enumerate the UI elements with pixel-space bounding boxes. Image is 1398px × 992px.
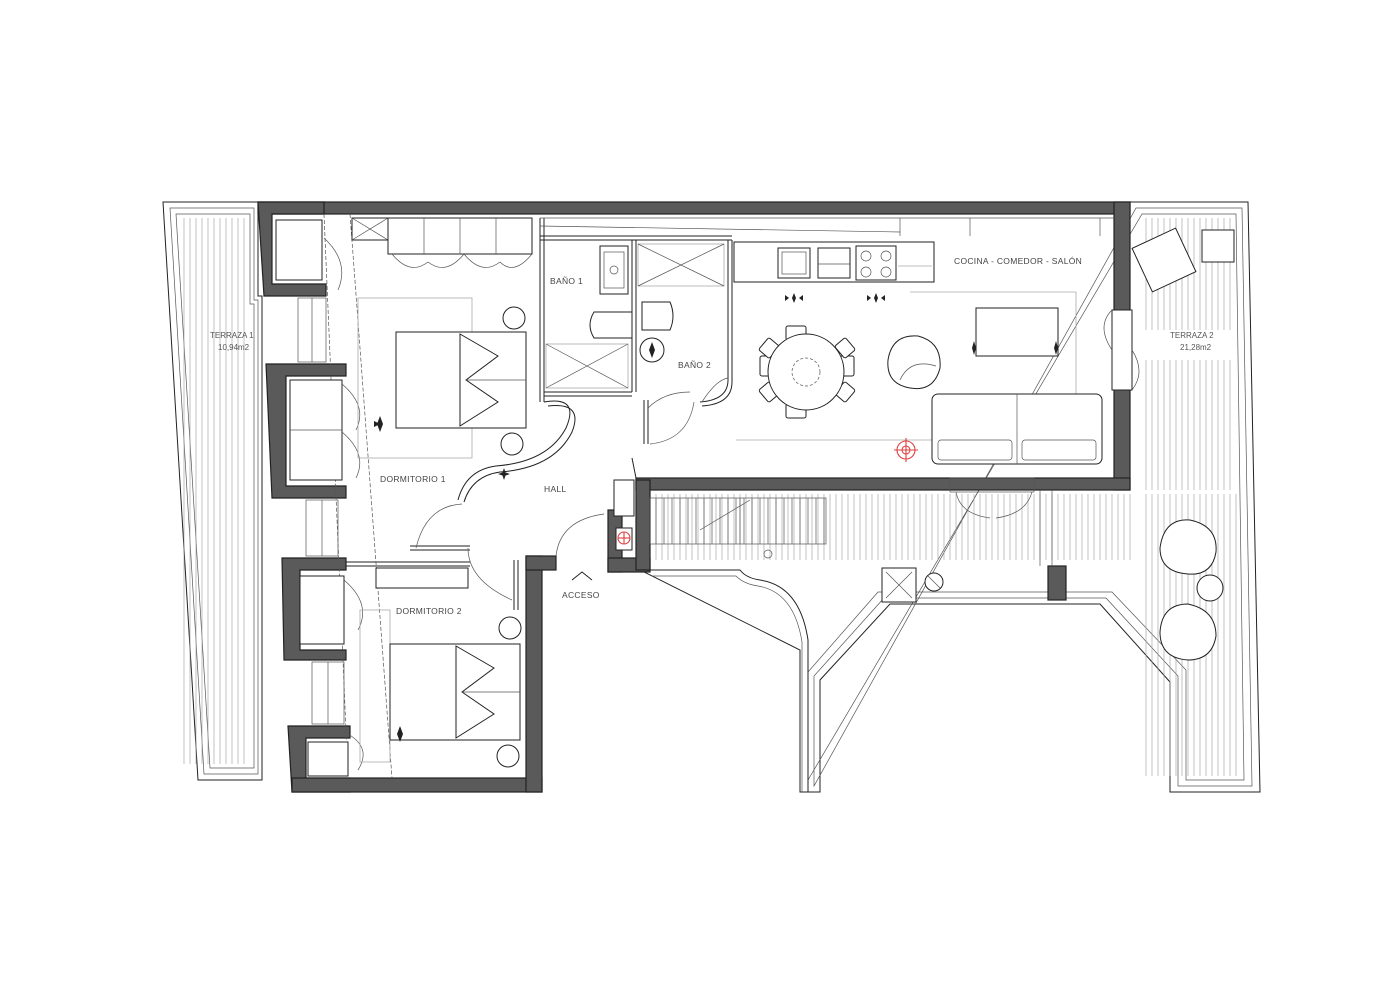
- stairs: [649, 497, 827, 559]
- label-terraza-2: TERRAZA 2: [1170, 331, 1214, 340]
- bathroom-1-fixtures: [545, 245, 633, 389]
- label-terraza-2-area: 21,28m2: [1180, 343, 1212, 352]
- wardrobes-dormitorio-1: [351, 217, 533, 268]
- room-labels: TERRAZA 1 10,94m2 TERRAZA 2 21,28m2 DORM…: [210, 256, 1214, 616]
- entry-arrow-icon: [571, 571, 593, 581]
- label-dormitorio-1: DORMITORIO 1: [380, 474, 446, 484]
- doors: [415, 377, 729, 601]
- bed-dormitorio-2: [359, 567, 522, 768]
- label-acceso: ACCESO: [562, 590, 600, 600]
- cooktop-icon: [855, 245, 897, 281]
- light-point-icon: [785, 293, 803, 303]
- living-area: [887, 307, 1103, 465]
- label-bano-2: BAÑO 2: [678, 360, 711, 370]
- alarm-icon: [615, 527, 633, 551]
- terrace-2-furniture: [881, 227, 1235, 661]
- light-point-icon: [972, 341, 976, 355]
- terrace-2: [639, 201, 1261, 793]
- exterior-walls: [257, 201, 1131, 793]
- bathroom-2-fixtures: [637, 243, 725, 363]
- light-point-icon: [397, 726, 403, 742]
- terrace-1: [162, 201, 263, 781]
- light-point-icon: [374, 416, 383, 432]
- bed-dormitorio-1: [357, 297, 527, 459]
- right-windows: [949, 309, 1140, 519]
- label-dormitorio-2: DORMITORIO 2: [396, 606, 462, 616]
- dining-table: [758, 325, 856, 419]
- left-windows: [275, 219, 364, 777]
- interior-walls: [323, 213, 1114, 779]
- label-bano-1: BAÑO 1: [550, 276, 583, 286]
- alarm-icon: [894, 438, 918, 462]
- entry-panel: [613, 479, 635, 517]
- terrace-1-decking: [183, 218, 245, 764]
- label-terraza-1-area: 10,94m2: [218, 343, 250, 352]
- hall-light-icon: [498, 468, 510, 480]
- label-hall: HALL: [544, 484, 566, 494]
- light-point-icon: [1054, 341, 1058, 355]
- light-point-icon: [867, 293, 885, 303]
- label-terraza-1: TERRAZA 1: [210, 331, 254, 340]
- kitchen: [733, 241, 1080, 441]
- terrace-2-decking: [655, 218, 1237, 776]
- label-cocina-comedor-salon: COCINA - COMEDOR - SALÓN: [954, 256, 1082, 266]
